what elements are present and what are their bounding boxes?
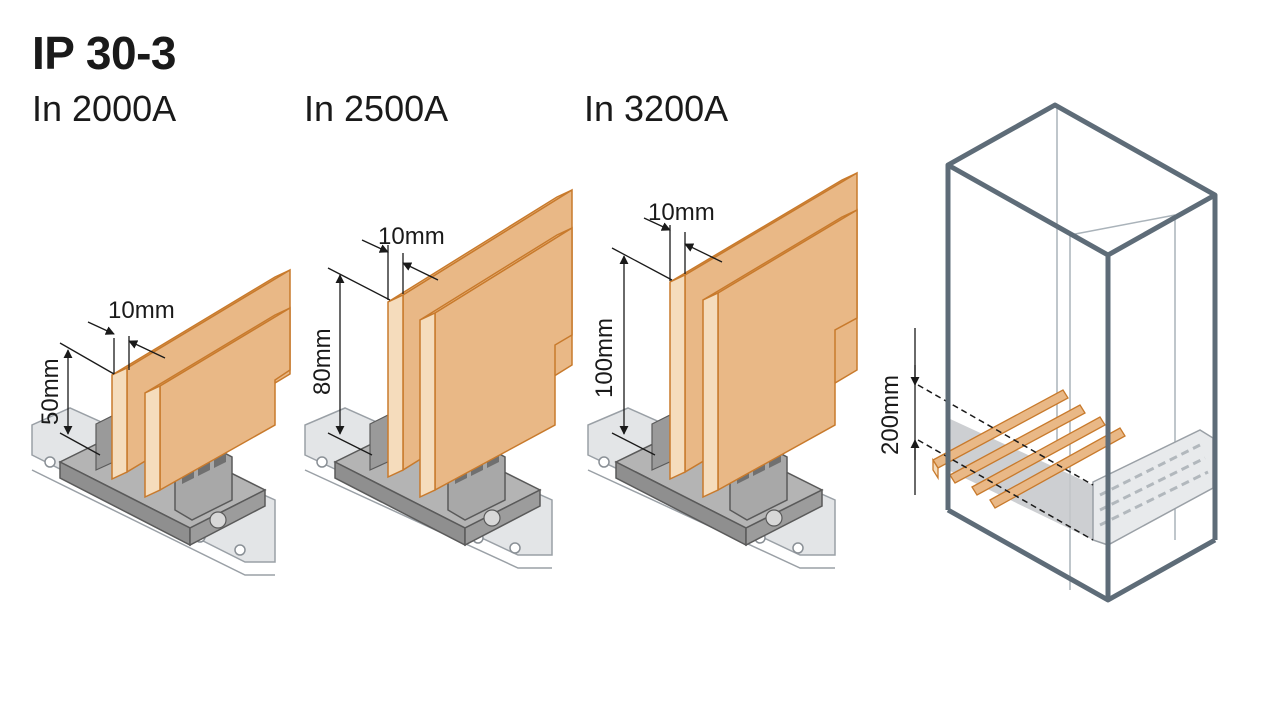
thickness-label: 10mm [378, 223, 445, 250]
page-title: IP 30-3 [32, 27, 176, 79]
copper-busbars [387, 188, 573, 499]
busbar-assembly-2500a: 10mm 80mm [304, 188, 573, 569]
busbar-assembly-3200a: 10mm 100mm [587, 171, 858, 569]
dimension-lines [327, 239, 439, 456]
height-label: 100mm [591, 318, 618, 398]
busbar-assembly-2000a: 10mm 50mm [31, 268, 291, 576]
copper-busbars [669, 171, 858, 499]
dimension-lines [59, 321, 166, 456]
rating-label-2500a: In 2500A [304, 88, 449, 129]
thickness-label: 10mm [108, 297, 175, 324]
copper-busbars [111, 268, 291, 499]
rating-label-2000a: In 2000A [32, 88, 177, 129]
cabinet-busbars [932, 389, 1126, 509]
height-label: 50mm [37, 358, 64, 425]
height-label: 80mm [309, 328, 336, 395]
enclosure-cabinet: 200mm [877, 102, 1218, 603]
dimension-lines [611, 217, 723, 456]
thickness-label: 10mm [648, 199, 715, 226]
spacing-label: 200mm [877, 375, 904, 455]
rating-label-3200a: In 3200A [584, 88, 729, 129]
